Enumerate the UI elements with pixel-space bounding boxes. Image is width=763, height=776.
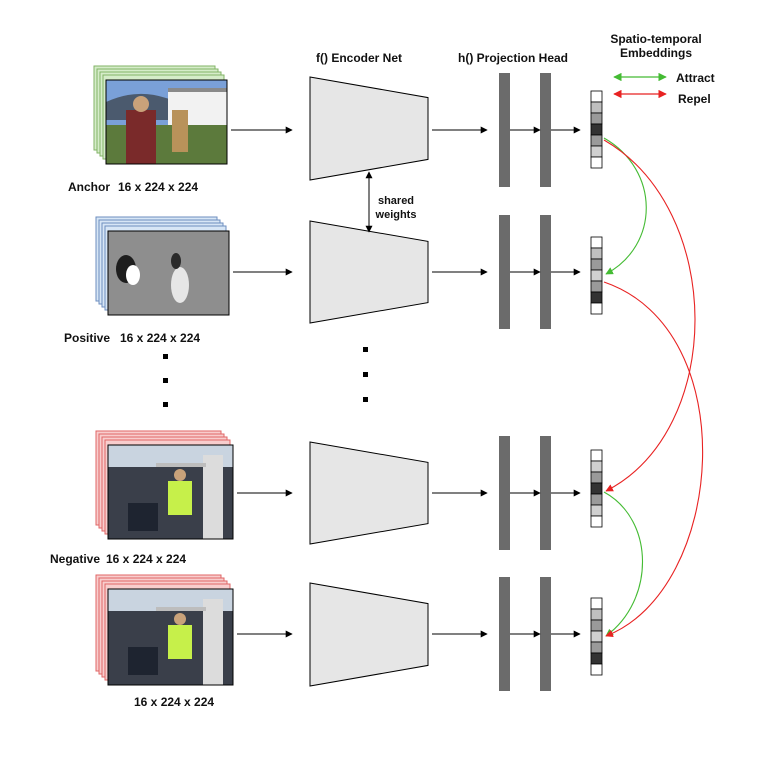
person xyxy=(126,110,156,164)
projection-layer xyxy=(499,577,510,691)
embedding-cell xyxy=(590,619,603,632)
embeddings-header-line2: Embeddings xyxy=(619,46,692,60)
embedding-cell xyxy=(590,291,603,304)
embedding-cell xyxy=(590,258,603,271)
projection-layer xyxy=(540,215,551,329)
embedding-cell xyxy=(590,156,603,169)
projection-layer xyxy=(540,577,551,691)
ellipsis-dot xyxy=(363,347,368,352)
embedding-cell xyxy=(590,269,603,282)
positive-label: Positive xyxy=(64,331,111,345)
embedding-cell xyxy=(590,471,603,484)
person-shirt xyxy=(168,625,192,659)
gym-rack xyxy=(203,599,223,685)
anchor-dims: 16 x 224 x 224 xyxy=(118,180,199,194)
embedding-cell xyxy=(590,597,603,610)
shared-weights-line1: shared xyxy=(377,195,415,207)
ellipsis-dot xyxy=(363,397,368,402)
embedding-cell xyxy=(590,101,603,114)
embedding-cell xyxy=(590,652,603,665)
embedding-cell xyxy=(590,482,603,495)
person-head xyxy=(133,96,149,112)
embedding-cell xyxy=(590,134,603,147)
embedding-cell xyxy=(590,302,603,315)
grass xyxy=(106,125,227,164)
embedding-cell xyxy=(590,504,603,517)
gym-ceiling xyxy=(108,445,233,467)
embedding-cell xyxy=(590,247,603,260)
pullup-bar xyxy=(156,607,206,611)
flow-light-blob xyxy=(171,267,189,303)
embedding-cell xyxy=(590,236,603,249)
ellipsis-dot xyxy=(363,372,368,377)
roof xyxy=(168,88,227,92)
repel-curve xyxy=(603,281,704,638)
encoder-trapezoid xyxy=(309,220,429,324)
ellipsis-dot xyxy=(163,378,168,383)
anchor-label: Anchor xyxy=(68,180,110,194)
attract-curve xyxy=(603,491,643,637)
encoder-trapezoid xyxy=(309,76,429,181)
repel-curve xyxy=(603,139,696,492)
projection-layer xyxy=(499,436,510,550)
shared-weights-line2: weights xyxy=(375,209,417,221)
pullup-bar xyxy=(156,463,206,467)
embedding-cell xyxy=(590,123,603,136)
positive-dims: 16 x 224 x 224 xyxy=(120,331,201,345)
projection-layer xyxy=(499,73,510,187)
gym-pullup-frame-icon xyxy=(107,588,234,686)
gym-person-dark xyxy=(128,503,158,531)
embedding-cell xyxy=(590,449,603,462)
embedding-cell xyxy=(590,145,603,158)
embedding-cell xyxy=(590,493,603,506)
encoder-trapezoid xyxy=(309,582,429,687)
outdoor-person-frame-icon xyxy=(105,79,228,165)
frame-border xyxy=(107,444,234,540)
gym-ceiling xyxy=(108,589,233,611)
flow-dark-blob xyxy=(171,253,181,269)
negative-dims: 16 x 224 x 224 xyxy=(106,552,187,566)
legend-attract-label: Attract xyxy=(676,71,715,85)
embedding-cell xyxy=(590,663,603,676)
frame-border xyxy=(107,588,234,686)
flow-light-blob xyxy=(126,265,140,285)
embedding-cell xyxy=(590,112,603,125)
projection-header: h() Projection Head xyxy=(458,51,569,65)
attract-curve xyxy=(603,137,647,275)
ellipsis-dot xyxy=(163,402,168,407)
projection-layer xyxy=(540,436,551,550)
embedding-cell xyxy=(590,630,603,643)
embedding-cell xyxy=(590,90,603,103)
gym-pullup-frame-icon xyxy=(107,444,234,540)
bundle xyxy=(172,110,188,152)
embedding-cell xyxy=(590,608,603,621)
projection-layer xyxy=(540,73,551,187)
embedding-cell xyxy=(590,641,603,654)
gym-person-dark xyxy=(128,647,158,675)
ellipsis-dot xyxy=(163,354,168,359)
person-head xyxy=(174,613,186,625)
embedding-cell xyxy=(590,280,603,293)
projection-layer xyxy=(499,215,510,329)
optical-flow-frame-icon xyxy=(107,230,230,316)
person-shirt xyxy=(168,481,192,515)
legend-repel-label: Repel xyxy=(678,92,711,106)
gym-rack xyxy=(203,455,223,539)
person-head xyxy=(174,469,186,481)
negative2-dims: 16 x 224 x 224 xyxy=(134,695,215,709)
encoder-trapezoid xyxy=(309,441,429,545)
embedding-cell xyxy=(590,460,603,473)
embeddings-header-line1: Spatio-temporal xyxy=(610,32,702,46)
negative-label: Negative xyxy=(50,552,101,566)
embedding-cell xyxy=(590,515,603,528)
frame-border xyxy=(105,79,228,165)
encoder-header: f() Encoder Net xyxy=(316,51,403,65)
frame-border xyxy=(107,230,230,316)
